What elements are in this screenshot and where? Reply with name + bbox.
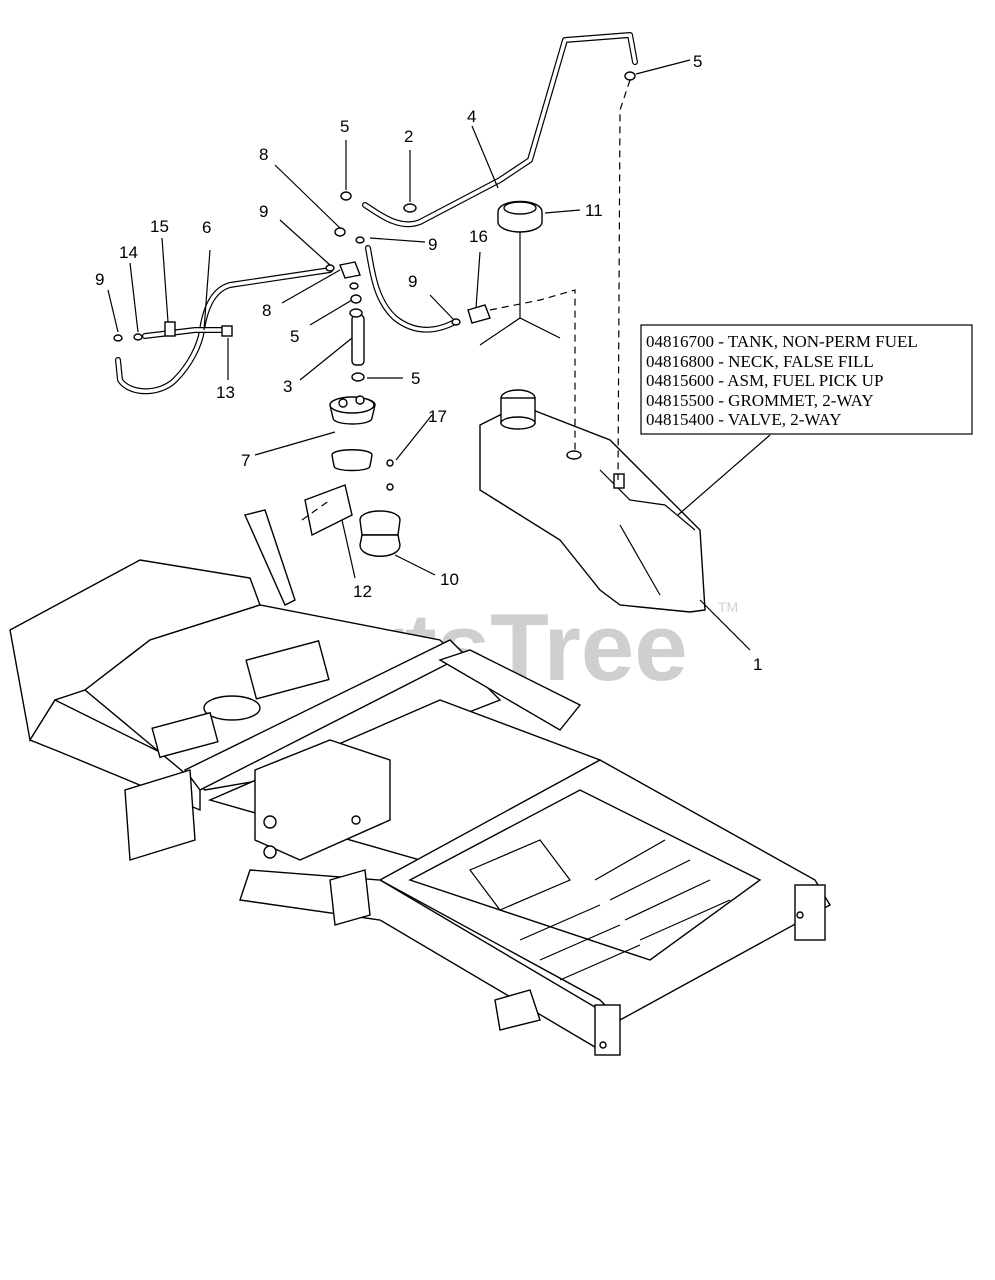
callout-5-top: 5: [693, 52, 702, 71]
callout-8-lower: 8: [262, 301, 271, 320]
callout-9-left: 9: [95, 270, 104, 289]
legend-line-valve: 04815400 - VALVE, 2-WAY: [646, 410, 842, 429]
fuel-valve-part: [349, 294, 365, 382]
callout-9-center: 9: [428, 235, 437, 254]
callout-9-upper: 9: [259, 202, 268, 221]
watermark-trademark: TM: [718, 599, 738, 615]
callout-5-upper: 5: [340, 117, 349, 136]
callout-13: 13: [216, 383, 235, 402]
callout-8-upper: 8: [259, 145, 268, 164]
parts-legend: 04816700 - TANK, NON-PERM FUEL 04816800 …: [640, 324, 973, 435]
legend-line-tank: 04816700 - TANK, NON-PERM FUEL: [646, 332, 918, 351]
callout-16: 16: [469, 227, 488, 246]
callout-9-right: 9: [408, 272, 417, 291]
callout-17: 17: [428, 407, 447, 426]
callout-14: 14: [119, 243, 138, 262]
callout-12: 12: [353, 582, 372, 601]
fittings: [113, 71, 636, 342]
fuel-hoses: [115, 32, 638, 395]
callout-1: 1: [753, 655, 762, 674]
callout-5-lower: 5: [411, 369, 420, 388]
callout-11: 11: [585, 201, 603, 220]
chassis-frame: [9, 559, 831, 1056]
fuel-filter-and-brackets: [244, 395, 401, 606]
callout-10: 10: [440, 570, 459, 589]
legend-line-neck: 04816800 - NECK, FALSE FILL: [646, 352, 874, 371]
callout-5-middle: 5: [290, 327, 299, 346]
callout-labels: 1 2 3 4 5 5 5 5 6 7 8 8 9 9 9 9 10 11 12…: [95, 52, 762, 674]
callout-7: 7: [241, 451, 250, 470]
legend-box: [640, 324, 973, 435]
leader-lines: [107, 59, 771, 651]
fuel-cap: [479, 200, 576, 450]
callout-3: 3: [283, 377, 292, 396]
legend-line-grommet: 04815500 - GROMMET, 2-WAY: [646, 391, 874, 410]
callout-15: 15: [150, 217, 169, 236]
callout-2: 2: [404, 127, 413, 146]
callout-4: 4: [467, 107, 476, 126]
vent-dashed-line: [617, 79, 631, 481]
legend-line-pick-up: 04815600 - ASM, FUEL PICK UP: [646, 371, 883, 390]
callout-6: 6: [202, 218, 211, 237]
fuel-tank: [479, 389, 706, 613]
